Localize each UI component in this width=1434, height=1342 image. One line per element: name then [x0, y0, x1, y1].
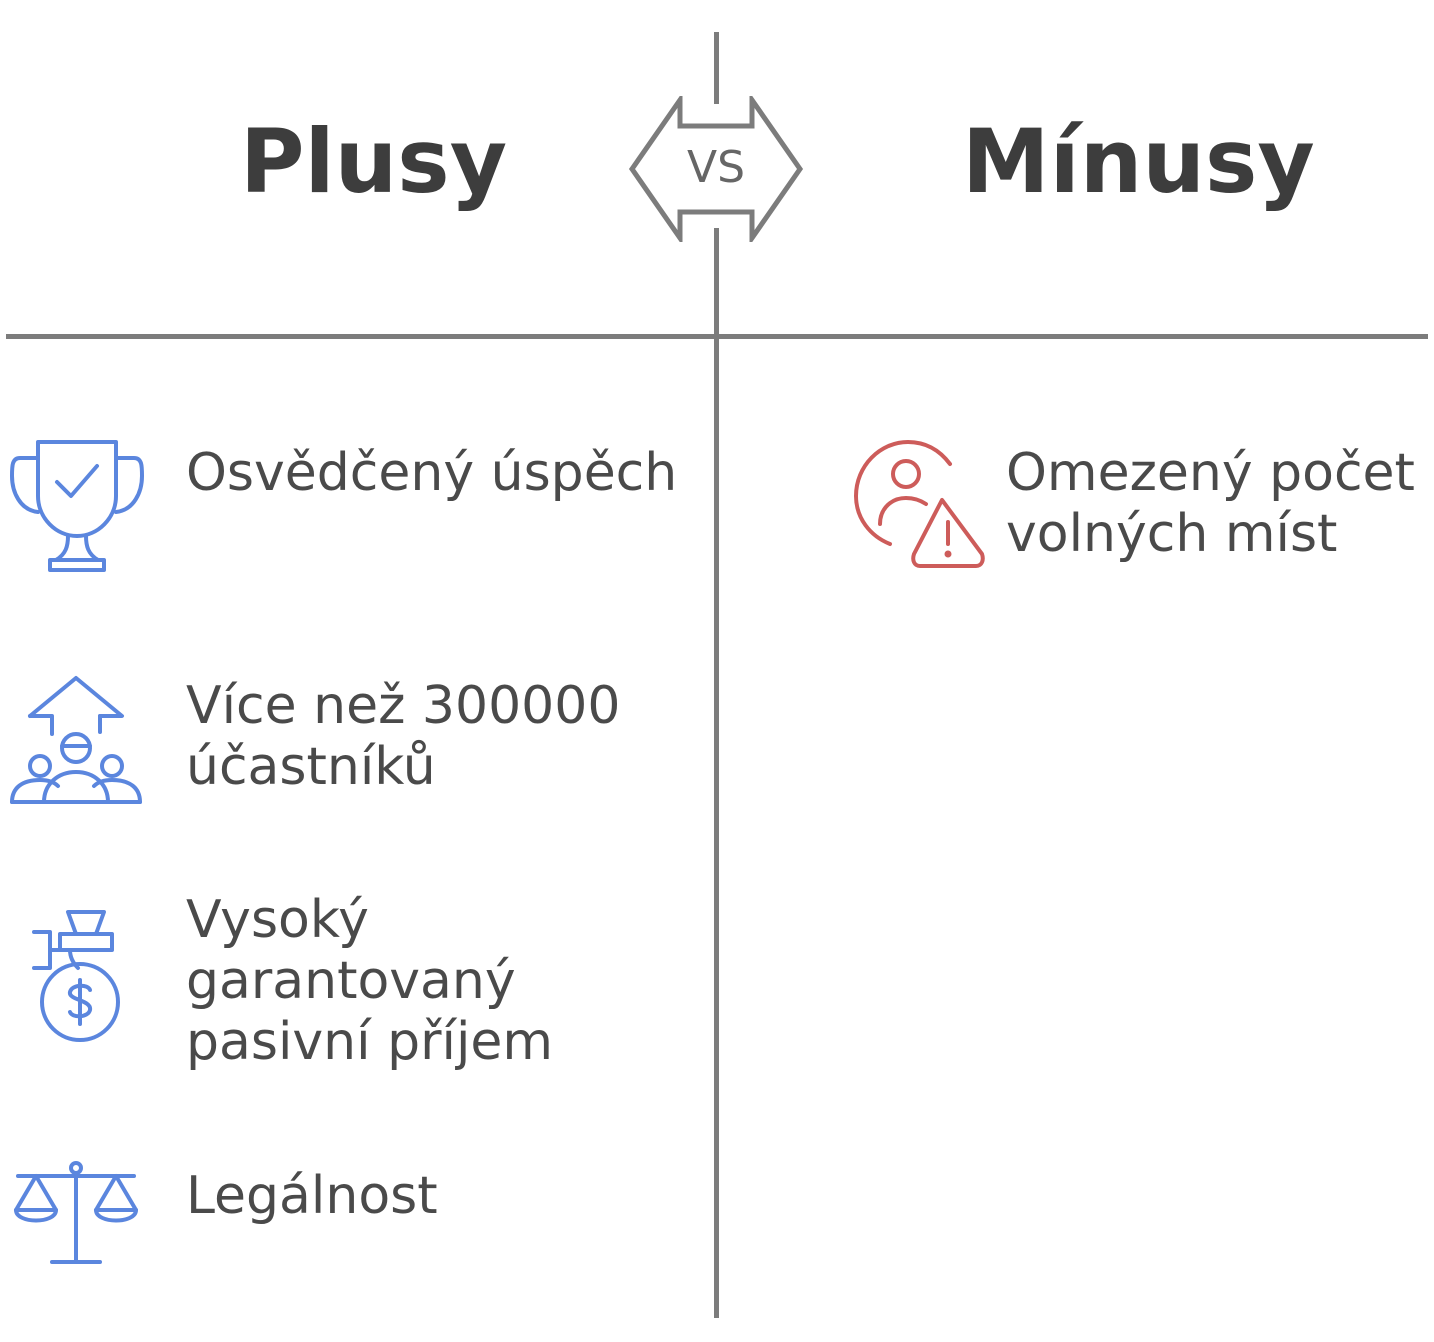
horizontal-divider [6, 334, 1428, 339]
heading-pros: Plusy [240, 110, 508, 213]
pro-text: Legálnost [186, 1166, 438, 1226]
money-bag-icon [32, 910, 120, 1042]
con-text: Omezený počet [1006, 443, 1415, 503]
user-warning-icon [854, 440, 985, 568]
pro-text: garantovaný [186, 951, 516, 1011]
heading-cons: Mínusy [962, 110, 1315, 213]
people-growth-icon [10, 676, 142, 804]
double-arrow-icon [628, 92, 804, 246]
pro-text: Vysoký [186, 890, 369, 950]
pro-text: Více než 300000 [186, 676, 621, 736]
scales-icon [14, 1161, 138, 1264]
pro-text: účastníků [186, 737, 436, 797]
vertical-divider-top [714, 32, 719, 104]
pro-text: pasivní příjem [186, 1012, 554, 1072]
pro-text: Osvědčený úspěch [186, 443, 678, 503]
vs-badge: VS [628, 92, 804, 246]
vertical-divider-bottom [714, 228, 719, 1318]
vs-label: VS [686, 142, 746, 193]
con-text: volných míst [1006, 504, 1338, 564]
trophy-check-icon [10, 440, 144, 572]
